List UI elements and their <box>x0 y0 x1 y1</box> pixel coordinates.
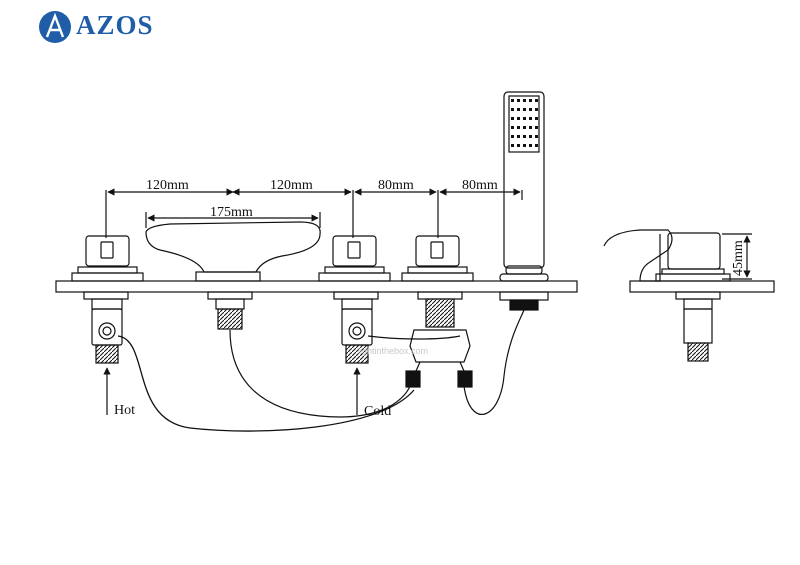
hand-shower <box>499 91 549 282</box>
shower-head-holes <box>511 99 538 147</box>
deck-plate <box>55 280 578 293</box>
hot-label: Hot <box>114 403 135 418</box>
dim-label-height: 45mm <box>731 240 746 276</box>
diverter-handle <box>401 235 474 282</box>
cold-handle <box>318 235 391 282</box>
hose-spout <box>229 329 413 418</box>
hose-outlet <box>463 309 525 415</box>
spout-connector <box>207 291 253 330</box>
valve-body-cold <box>333 291 379 364</box>
brand-logo-icon <box>39 11 71 43</box>
waterfall-spout <box>145 221 321 282</box>
dim-label-2: 120mm <box>270 178 313 193</box>
watermark-text: lightinthebox.com <box>358 346 429 356</box>
hose-hot <box>117 335 415 432</box>
dim-label-spout: 175mm <box>210 205 253 220</box>
hose-cold <box>367 335 461 340</box>
hot-handle <box>71 235 144 282</box>
cold-label: Cold <box>364 404 391 419</box>
deck-plate-side <box>629 280 775 293</box>
brand-logo-text: AZOS <box>76 10 154 40</box>
dim-label-3: 80mm <box>378 178 414 193</box>
dim-label-1: 120mm <box>146 178 189 193</box>
valve-body-hot <box>83 291 129 364</box>
side-view-handle <box>603 229 731 282</box>
side-valve-body <box>675 291 721 362</box>
diverter-body <box>405 291 473 388</box>
shower-connector <box>499 291 549 311</box>
dim-label-4: 80mm <box>462 178 498 193</box>
